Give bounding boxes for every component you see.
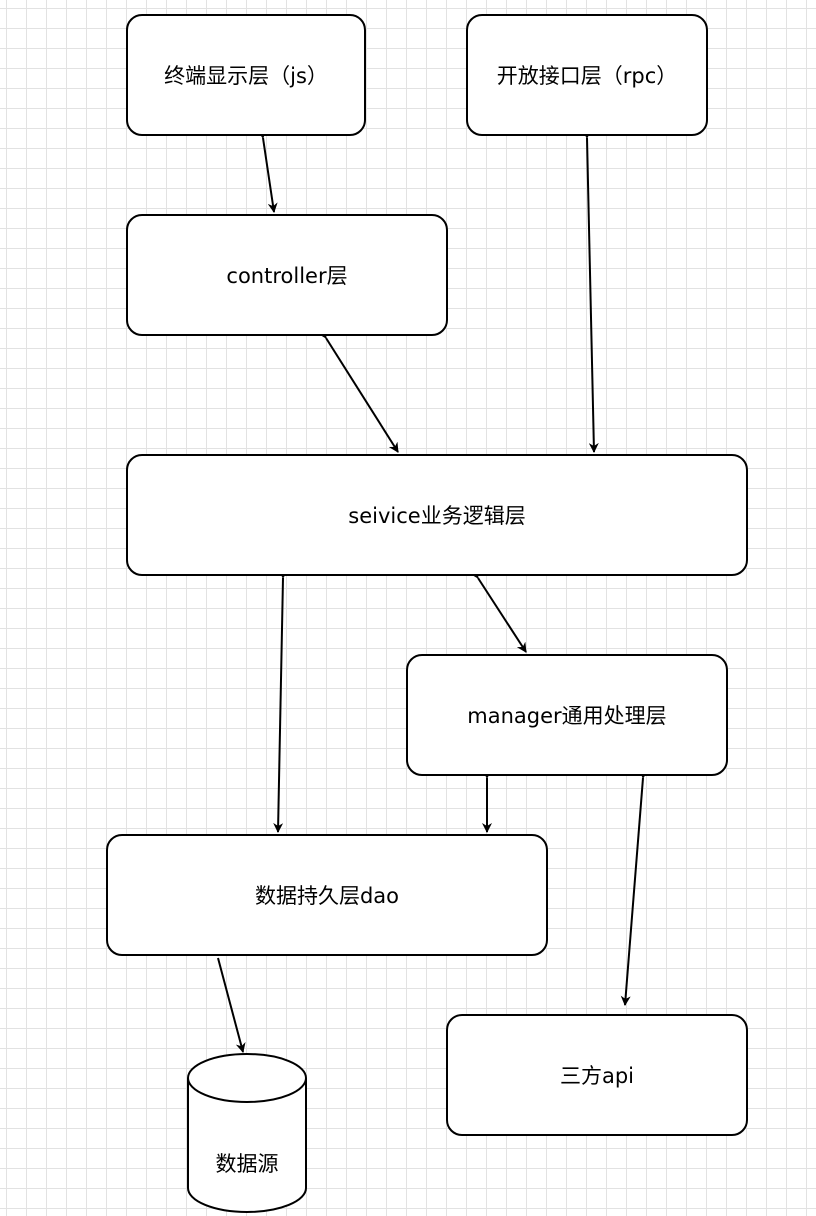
edge-controller-service: [316, 327, 399, 453]
node-controller-layer[interactable]: controller层: [126, 214, 448, 336]
edge-terminal-controller: [256, 128, 278, 213]
datasource-cylinder[interactable]: [187, 1053, 307, 1213]
node-manager-layer[interactable]: manager通用处理层: [406, 654, 728, 776]
edge-openapi-service: [581, 128, 599, 453]
datasource-label: 数据源: [215, 1152, 279, 1176]
edge-manager-thirdparty: [620, 768, 649, 1006]
node-open-api-layer[interactable]: 开放接口层（rpc）: [466, 14, 708, 136]
edge-service-dao: [273, 568, 289, 833]
node-terminal-display-layer[interactable]: 终端显示层（js）: [126, 14, 366, 136]
edge-service-manager: [468, 567, 527, 653]
node-third-party-api[interactable]: 三方api: [446, 1014, 748, 1136]
node-dao-layer[interactable]: 数据持久层dao: [106, 834, 548, 956]
node-service-layer[interactable]: seivice业务逻辑层: [126, 454, 748, 576]
edge-dao-datasource: [217, 957, 246, 1053]
